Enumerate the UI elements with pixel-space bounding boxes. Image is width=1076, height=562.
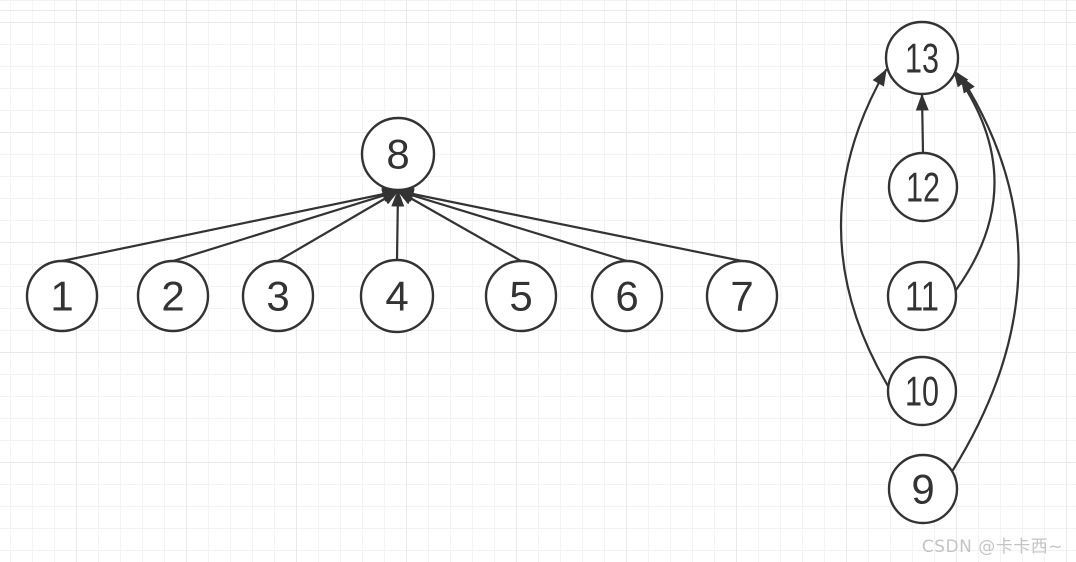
node-circle[interactable] (887, 151, 959, 223)
edge-5-8[interactable] (396, 189, 523, 263)
node-label: 4 (385, 273, 408, 320)
edge-6-8[interactable] (396, 189, 629, 263)
watermark: CSDN @卡卡西~ (921, 537, 1063, 557)
node-circle[interactable] (136, 259, 210, 333)
node-label: 11 (905, 273, 939, 320)
node-13[interactable]: 13 (884, 20, 960, 96)
node-circle[interactable] (886, 260, 958, 332)
node-label: 13 (905, 35, 939, 82)
node-3[interactable]: 3 (241, 259, 315, 333)
node-label: 8 (386, 131, 409, 178)
edge-11-13[interactable] (952, 69, 996, 292)
edge-12-13[interactable] (915, 93, 929, 155)
node-circle[interactable] (887, 453, 959, 525)
node-label: 7 (730, 273, 753, 320)
edge-2-8[interactable] (171, 189, 400, 263)
node-circle[interactable] (886, 355, 958, 427)
edge-10-13[interactable] (839, 68, 890, 388)
node-label: 2 (161, 273, 184, 320)
edge-4-8[interactable] (391, 189, 405, 262)
node-9[interactable]: 9 (887, 453, 959, 525)
node-8[interactable]: 8 (360, 116, 436, 192)
node-7[interactable]: 7 (705, 259, 779, 333)
edge-7-8[interactable] (396, 187, 744, 263)
edge-9-13[interactable] (951, 75, 1020, 472)
node-6[interactable]: 6 (590, 259, 664, 333)
node-1[interactable]: 1 (25, 259, 99, 333)
node-label: 9 (911, 466, 934, 513)
edge-1-8[interactable] (60, 187, 400, 263)
node-circle[interactable] (360, 116, 436, 192)
node-circle[interactable] (484, 259, 558, 333)
node-10[interactable]: 10 (886, 355, 958, 427)
node-4[interactable]: 4 (359, 258, 435, 334)
node-circle[interactable] (241, 259, 315, 333)
node-circle[interactable] (590, 259, 664, 333)
node-label: 3 (266, 273, 289, 320)
node-11[interactable]: 11 (886, 260, 958, 332)
node-2[interactable]: 2 (136, 259, 210, 333)
edge-3-8[interactable] (276, 189, 400, 263)
node-5[interactable]: 5 (484, 259, 558, 333)
node-label: 5 (509, 273, 532, 320)
node-12[interactable]: 12 (887, 151, 959, 223)
edges-layer (60, 68, 1020, 472)
node-circle[interactable] (25, 259, 99, 333)
node-label: 1 (50, 273, 73, 320)
node-label: 12 (906, 164, 940, 211)
node-circle[interactable] (884, 20, 960, 96)
node-circle[interactable] (359, 258, 435, 334)
node-label: 10 (905, 368, 939, 415)
node-label: 6 (615, 273, 638, 320)
node-circle[interactable] (705, 259, 779, 333)
